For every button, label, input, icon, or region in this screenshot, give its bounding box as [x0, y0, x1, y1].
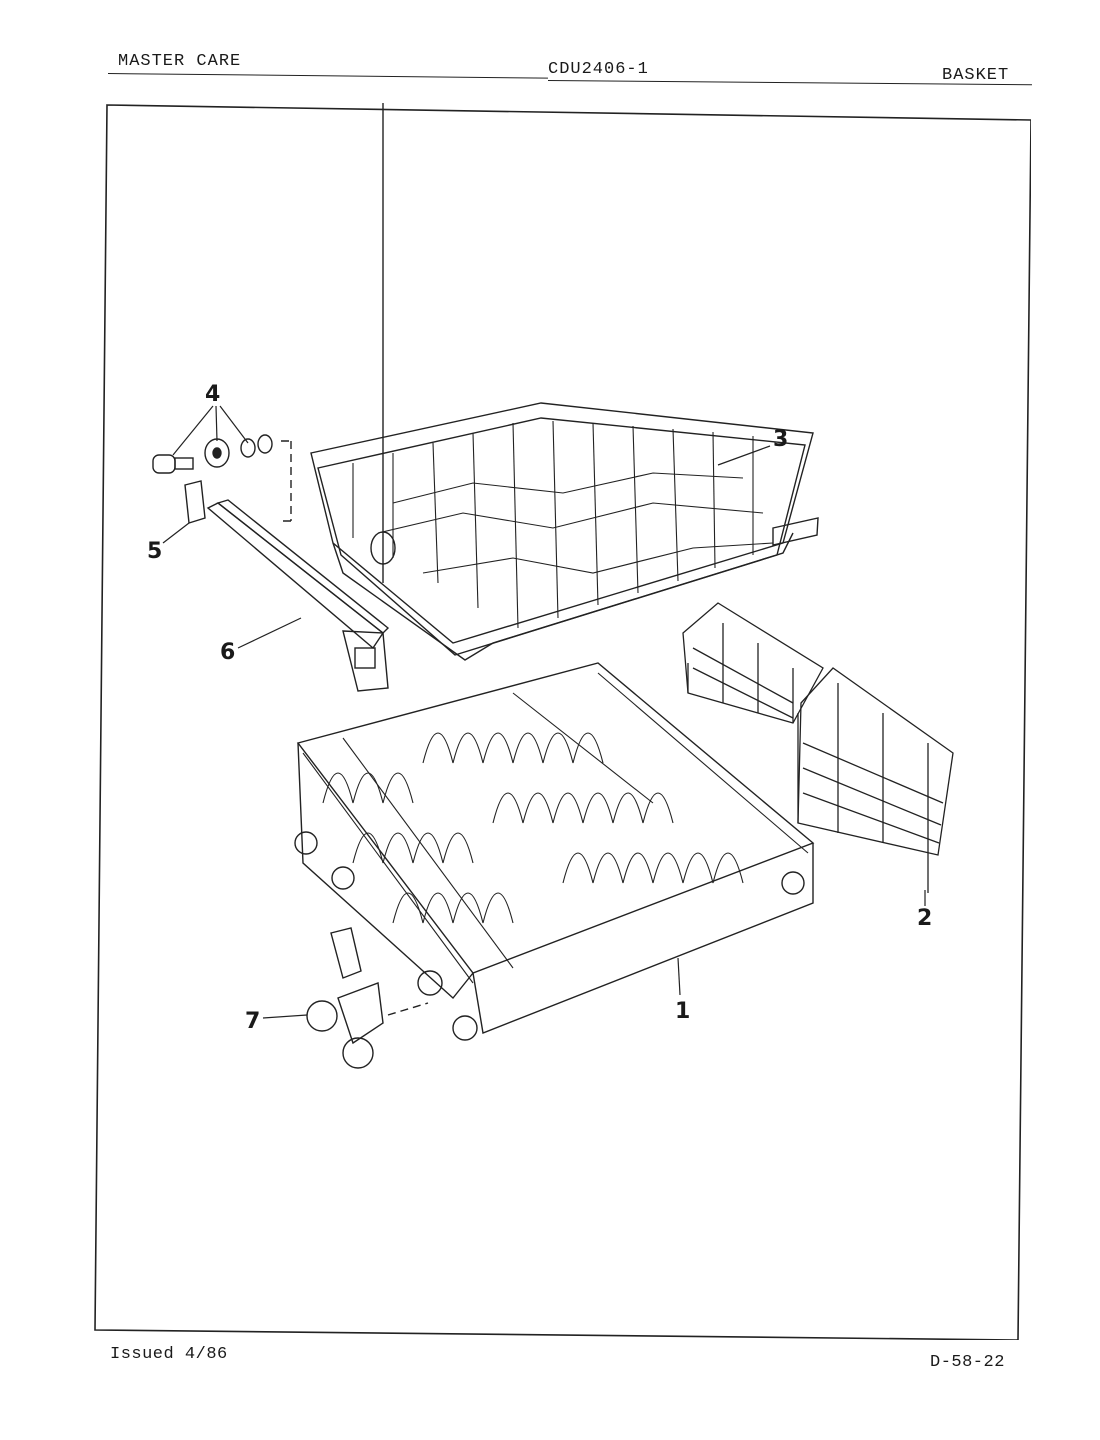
- callout-5: 5: [147, 539, 162, 564]
- lower-rack-illustration: [294, 662, 815, 1041]
- issued-date: Issued 4/86: [110, 1345, 228, 1364]
- lower-wheel-assembly-illustration: [306, 927, 429, 1069]
- callout-3: 3: [773, 427, 788, 452]
- upper-rack-illustration: [310, 103, 819, 661]
- callout-7: 7: [245, 1009, 260, 1034]
- wheel-axle-hardware-illustration: [152, 434, 292, 522]
- callout-6: 6: [220, 640, 235, 665]
- callout-2: 2: [917, 906, 932, 931]
- diagram-border: [94, 104, 1031, 1340]
- diagram-frame: 1 2 3 4 5 6 7: [93, 103, 1031, 1340]
- callout-4: 4: [205, 382, 220, 407]
- header-model-number: CDU2406-1: [548, 60, 649, 79]
- header-left-title: MASTER CARE: [118, 52, 242, 71]
- silverware-basket-illustration: [682, 602, 954, 893]
- callout-1: 1: [675, 999, 690, 1024]
- page-code: D-58-22: [930, 1353, 1005, 1372]
- exploded-parts-diagram: 1 2 3 4 5 6 7: [94, 103, 1031, 1340]
- rack-rail-illustration: [184, 480, 390, 692]
- leader-lines: [162, 405, 926, 1019]
- header-rule-left: [107, 73, 548, 79]
- header-section-title: BASKET: [942, 66, 1010, 85]
